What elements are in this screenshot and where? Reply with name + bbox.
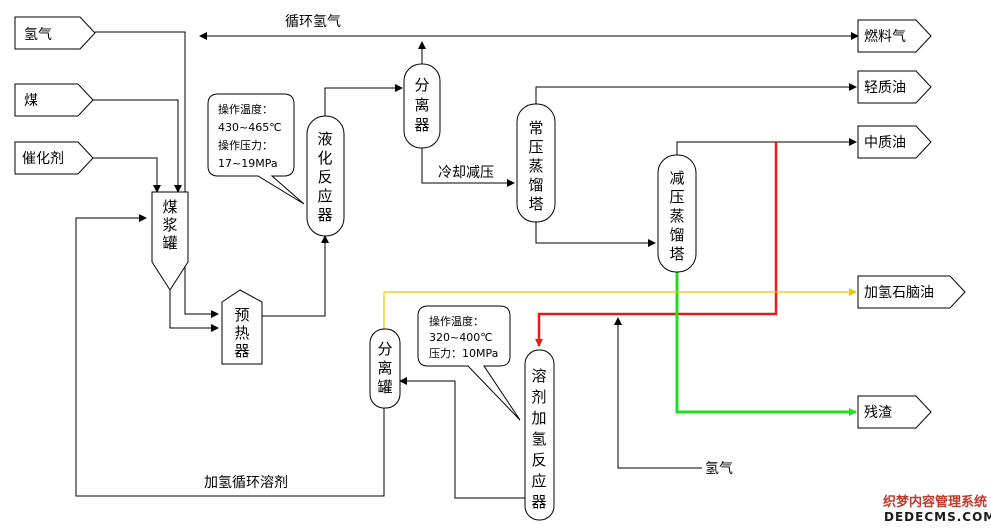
atm-column-char-4: 馏	[528, 176, 543, 194]
input-hydrogen: 氢气	[14, 16, 96, 50]
callout-liquefaction-line2: 430~465℃	[218, 121, 282, 134]
solvent-reactor-char-2: 剂	[531, 388, 546, 406]
atm-column-char-1: 常	[528, 119, 543, 137]
liquefaction-reactor-char-5: 器	[317, 206, 332, 224]
solvent-reactor: 溶 剂 加 氢 反 应 器	[524, 349, 555, 521]
input-hydrogen-label: 氢气	[24, 27, 52, 43]
solvent-reactor-char-6: 应	[531, 472, 546, 490]
slurry-tank-char-3: 罐	[162, 234, 177, 252]
hydrogen-feed-line	[614, 317, 702, 469]
separator-top-char-1: 分	[414, 76, 429, 94]
atm-column-char-5: 塔	[528, 195, 543, 213]
output-light-oil: 轻质油	[857, 70, 932, 104]
catalyst-feed-line	[93, 157, 161, 193]
cool-depressurize-label: 冷却减压	[438, 165, 494, 181]
recycle-solvent-line	[75, 214, 385, 497]
coal-feed-line	[93, 99, 182, 193]
liquefaction-reactor-char-3: 反	[317, 168, 332, 186]
output-residue: 残渣	[857, 395, 932, 429]
slurry-tank-char-1: 煤	[162, 198, 177, 216]
callout-liquefaction-line3: 操作压力：	[218, 138, 273, 152]
vac-column-char-4: 馏	[669, 226, 684, 244]
output-hydro-naphtha-label: 加氢石脑油	[864, 285, 934, 301]
reactor-to-separator-line	[324, 84, 403, 116]
input-coal-label: 煤	[24, 93, 38, 109]
output-light-oil-label: 轻质油	[864, 80, 906, 96]
solvent-reactor-char-5: 反	[531, 451, 546, 469]
solvent-feed-red-line	[535, 142, 778, 347]
sep-tank-char-2: 离	[377, 359, 392, 377]
callout-liquefaction-line1: 操作温度：	[218, 102, 273, 116]
vac-column-char-5: 塔	[669, 245, 684, 263]
sep-tank-char-1: 分	[377, 340, 392, 358]
residue-green-line	[675, 272, 857, 416]
medium-oil-line	[676, 138, 857, 155]
input-coal: 煤	[14, 83, 94, 117]
watermark-logo: 织梦内容管理系统 DEDECMS.COM	[883, 494, 991, 524]
callout-hydrotreating-line3: 压力：10MPa	[429, 347, 498, 360]
watermark-line2: DEDECMS.COM	[884, 510, 991, 524]
output-fuel-gas-label: 燃料气	[864, 28, 906, 45]
preheater-char-3: 器	[234, 342, 249, 360]
hydrogen-to-preheater-line	[95, 31, 219, 318]
separation-tank: 分 离 罐	[369, 328, 401, 409]
recycle-solvent-label: 加氢循环溶剂	[204, 475, 288, 491]
preheater-to-reactor-line	[262, 235, 329, 317]
output-medium-oil-label: 中质油	[864, 135, 906, 151]
solvent-reactor-char-1: 溶	[531, 367, 546, 385]
output-hydro-naphtha: 加氢石脑油	[857, 275, 966, 309]
callout-hydrotreating-line1: 操作温度：	[429, 314, 484, 328]
atm-column-char-2: 压	[528, 138, 543, 156]
naphtha-yellow-line	[383, 288, 857, 329]
solvent-reactor-char-4: 氢	[531, 430, 546, 448]
separator-to-atm-column-line	[421, 148, 515, 187]
sep-tank-char-3: 罐	[377, 378, 392, 396]
vac-column-char-3: 蒸	[669, 207, 684, 225]
solvent-reactor-char-3: 加	[531, 409, 546, 427]
hydrogen-feed-label: 氢气	[705, 461, 733, 477]
atm-column-char-3: 蒸	[528, 157, 543, 175]
input-catalyst: 催化剂	[14, 141, 94, 175]
light-oil-line	[535, 83, 857, 104]
callout-hydrotreating-line2: 320~400℃	[429, 331, 493, 344]
liquefaction-reactor-char-2: 化	[317, 149, 332, 167]
input-catalyst-label: 催化剂	[22, 151, 64, 167]
solvent-reactor-char-7: 器	[531, 493, 546, 511]
atm-to-vacuum-line	[535, 222, 656, 247]
preheater-char-2: 热	[234, 324, 249, 342]
atmospheric-column: 常 压 蒸 馏 塔	[516, 103, 556, 223]
flow-lines	[75, 31, 859, 499]
output-fuel-gas: 燃料气	[857, 19, 932, 53]
vac-column-char-1: 减	[669, 169, 684, 187]
liquefaction-reactor-char-1: 液	[317, 130, 332, 148]
separator-top-char-2: 离	[414, 96, 429, 114]
preheater-char-1: 预	[234, 306, 249, 324]
slurry-to-preheater-line	[169, 290, 219, 332]
liquefaction-reactor-char-4: 应	[317, 187, 332, 205]
slurry-tank-char-2: 浆	[162, 216, 177, 234]
callout-liquefaction: 操作温度： 430~465℃ 操作压力： 17~19MPa	[207, 93, 305, 205]
recycle-hydrogen-label: 循环氢气	[285, 14, 341, 30]
separator-top-char-3: 器	[414, 116, 429, 134]
callout-hydrotreating: 操作温度： 320~400℃ 压力：10MPa	[417, 305, 521, 421]
preheater: 预 热 器	[221, 289, 263, 365]
vacuum-column: 减 压 蒸 馏 塔	[657, 154, 697, 273]
watermark-line1: 织梦内容管理系统	[883, 494, 987, 510]
output-medium-oil: 中质油	[857, 125, 932, 159]
callout-liquefaction-line4: 17~19MPa	[218, 157, 278, 170]
slurry-tank: 煤 浆 罐	[151, 191, 189, 291]
output-residue-label: 残渣	[864, 405, 892, 421]
vac-column-char-2: 压	[669, 188, 684, 206]
reactor-to-sep-tank-line	[399, 377, 528, 499]
separator-top: 分 离 器	[403, 63, 441, 149]
liquefaction-reactor: 液 化 反 应 器	[306, 115, 345, 237]
